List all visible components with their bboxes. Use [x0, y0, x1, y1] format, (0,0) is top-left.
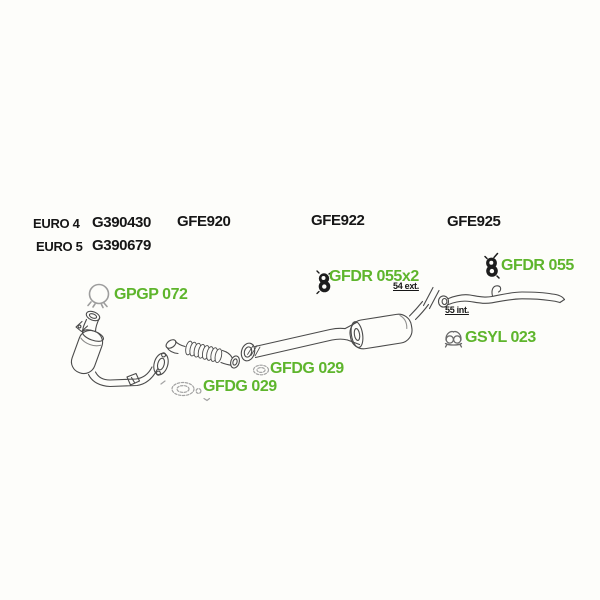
rubber-mount-icon-rear: [484, 252, 500, 279]
front-section-code: GFE920: [177, 213, 231, 230]
centre-pipe: [240, 321, 361, 362]
pipe-external-diameter: 54 ext.: [393, 281, 419, 291]
pipe-clamp-icon: [87, 283, 110, 309]
hanger-bracket-icon: [444, 330, 463, 348]
rubber-mount-icon-centre: [316, 270, 333, 295]
gasket-icon-mid: [252, 364, 270, 376]
clamp-part-number: GPGP 072: [114, 286, 188, 303]
rear-mount-part-number: GFDR 055: [501, 257, 574, 274]
pipe-bracket: [126, 372, 141, 386]
sensor-boss: [75, 320, 89, 333]
pipe-internal-diameter: 55 int.: [445, 305, 469, 315]
front-gasket-part-number: GFDG 029: [203, 378, 277, 395]
euro4-label: EURO 4: [33, 216, 80, 231]
euro5-system-code: G390679: [92, 237, 151, 254]
pipe-break-marks: [422, 286, 440, 310]
centre-section-code: GFE922: [311, 212, 365, 229]
mid-gasket-part-number: GFDG 029: [270, 360, 344, 377]
downpipe-flange: [153, 352, 169, 376]
euro5-label: EURO 5: [36, 239, 83, 254]
rear-section-code: GFE925: [447, 213, 501, 230]
hanger-rod: [491, 285, 502, 297]
gasket-icon-front: [160, 380, 211, 402]
catalytic-converter: [70, 310, 169, 388]
centre-mount-part-number: GFDR 055x2: [329, 268, 419, 285]
tailpipe: [437, 285, 566, 308]
corrugated-section: [185, 340, 223, 364]
bracket-part-number: GSYL 023: [465, 329, 536, 346]
centre-silencer: [349, 300, 430, 350]
flexible-pipe: [165, 339, 240, 369]
front-downpipe: [94, 366, 153, 381]
euro4-system-code: G390430: [92, 214, 151, 231]
